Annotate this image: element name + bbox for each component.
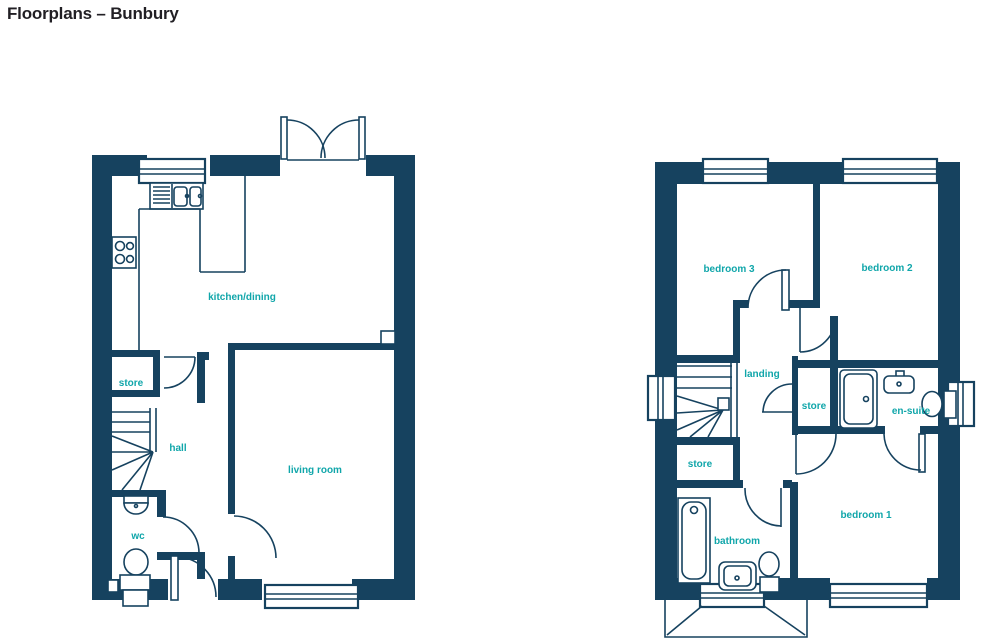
- first-doors: [744, 269, 926, 527]
- door-store: [163, 356, 196, 389]
- hob: [111, 236, 137, 269]
- bathroom-basin: [718, 561, 757, 591]
- window: [263, 583, 360, 610]
- room-label-en-suite: en-suite: [892, 406, 931, 417]
- ensuite-toilet: [921, 390, 957, 419]
- wc-basin: [123, 495, 149, 515]
- front-door: [170, 555, 217, 601]
- door-store-center: [762, 383, 793, 413]
- stairs-ground: [111, 408, 157, 491]
- room-label-store-under-stairs: store: [688, 459, 713, 470]
- room-label-bathroom: bathroom: [714, 536, 760, 547]
- window: [841, 157, 939, 185]
- room-label-kitchen-dining: kitchen/dining: [208, 292, 276, 303]
- newel-post: [717, 397, 730, 411]
- ground-windows: [137, 157, 360, 610]
- window: [701, 157, 770, 185]
- door-bedroom3: [747, 269, 790, 311]
- shower: [839, 369, 878, 429]
- duct-box: [380, 330, 396, 345]
- door-wc: [162, 516, 200, 554]
- room-label-landing: landing: [744, 369, 780, 380]
- french-doors: [280, 116, 366, 161]
- bath: [677, 497, 711, 584]
- first-interior-walls: [655, 184, 938, 578]
- first-floor-plan: bedroom 3 bedroom 2 landing store en-sui…: [646, 157, 976, 638]
- ensuite-basin: [883, 370, 915, 394]
- kitchen-worktop: [138, 176, 246, 350]
- kitchen-sink: [149, 182, 204, 210]
- door-bathroom: [744, 487, 782, 527]
- room-label-wc: wc: [130, 531, 145, 542]
- page-title: Floorplans – Bunbury: [7, 4, 179, 23]
- room-label-bedroom1: bedroom 1: [840, 510, 892, 521]
- ground-floor-plan: kitchen/dining store hall living room wc: [92, 116, 415, 610]
- room-label-bedroom2: bedroom 2: [861, 263, 913, 274]
- room-label-hall: hall: [169, 443, 186, 454]
- ground-interior-walls: [112, 343, 394, 579]
- door-bedroom1: [795, 433, 837, 475]
- room-label-store: store: [119, 378, 144, 389]
- ground-labels: kitchen/dining store hall living room wc: [119, 292, 342, 542]
- toilet: [107, 548, 151, 607]
- room-label-living-room: living room: [288, 465, 342, 476]
- ground-doors: [162, 356, 277, 601]
- door-ensuite: [883, 433, 926, 473]
- stairs-first: [676, 363, 738, 438]
- window: [828, 582, 929, 609]
- door-living-room: [233, 515, 277, 559]
- room-label-bedroom3: bedroom 3: [703, 264, 755, 275]
- porch-canopy: [664, 600, 808, 638]
- first-labels: bedroom 3 bedroom 2 landing store en-sui…: [688, 263, 931, 547]
- room-label-store-center: store: [802, 401, 827, 412]
- window: [646, 374, 677, 422]
- door-bedroom2: [799, 308, 837, 353]
- bathroom-toilet: [758, 551, 780, 593]
- window: [137, 157, 207, 185]
